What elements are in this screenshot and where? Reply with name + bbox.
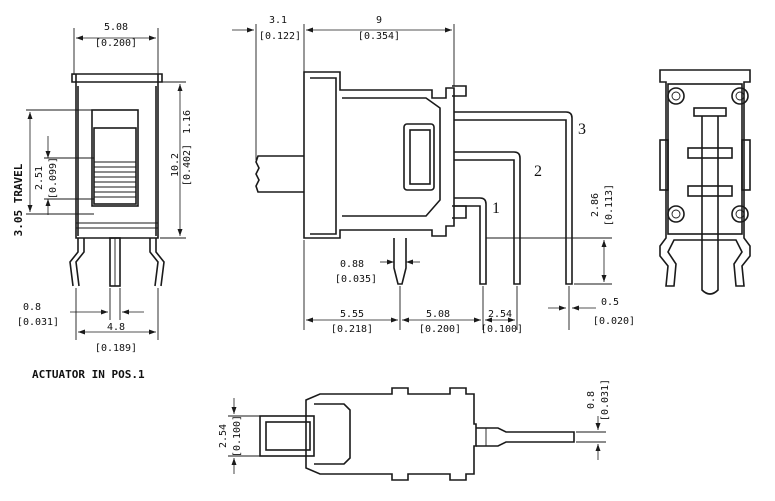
side-offset-b-inch: [0.200] xyxy=(419,324,461,335)
side-view: 3.1 [0.122] 9 [0.354] 1 2 3 0.88 [0.035] xyxy=(232,15,635,335)
front-pitch-inch: [0.189] xyxy=(95,343,137,354)
front-view: 5.08 [0.200] 10.2 [0.402] 1.1 xyxy=(12,22,193,381)
front-height-inch: [0.402] xyxy=(182,144,193,186)
side-pin-width-inch: [0.035] xyxy=(335,274,377,285)
front-pin-width-inch: [0.031] xyxy=(17,317,59,328)
side-offset-a-mm: 5.55 xyxy=(340,309,364,320)
side-pin-height-inch: [0.113] xyxy=(604,184,615,226)
bottom-view: 2.54 [0.100] 0.8 [0.031] xyxy=(218,379,611,481)
front-caption: ACTUATOR IN POS.1 xyxy=(32,368,145,381)
actuator-pos-mm: 2.51 xyxy=(34,166,45,190)
end-view xyxy=(659,69,751,295)
side-body-len-mm: 9 xyxy=(376,15,382,26)
bottom-pin-thk-inch: [0.031] xyxy=(600,379,611,421)
terminal-3: 3 xyxy=(578,121,586,138)
side-offset-b-mm: 5.08 xyxy=(426,309,450,320)
front-height-mm: 10.2 xyxy=(170,153,181,177)
terminal-2: 2 xyxy=(534,163,542,180)
front-width-mm: 5.08 xyxy=(104,22,128,33)
terminal-1: 1 xyxy=(492,200,500,217)
bottom-height-mm: 2.54 xyxy=(218,424,229,448)
front-width-inch: [0.200] xyxy=(95,38,137,49)
side-pin-thk-inch: [0.020] xyxy=(593,316,635,327)
side-pitch-mm: 2.54 xyxy=(488,309,512,320)
side-pin-width-mm: 0.88 xyxy=(340,259,364,270)
bottom-height-inch: [0.100] xyxy=(232,415,243,457)
side-body-len-inch: [0.354] xyxy=(358,31,400,42)
travel-label: 3.05 TRAVEL xyxy=(12,163,25,236)
bottom-pin-thk-mm: 0.8 xyxy=(586,391,597,409)
side-pin-height-mm: 2.86 xyxy=(590,193,601,217)
side-actuator-len-mm: 3.1 xyxy=(269,15,287,26)
side-pitch-inch: [0.100] xyxy=(481,324,523,335)
side-pin-thk-mm: 0.5 xyxy=(601,297,619,308)
front-pitch-mm: 4.8 xyxy=(107,322,125,333)
side-offset-a-inch: [0.218] xyxy=(331,324,373,335)
actuator-pos-inch: [0.099] xyxy=(48,157,59,199)
side-actuator-len-inch: [0.122] xyxy=(259,31,301,42)
front-height-total: 1.16 xyxy=(182,110,193,134)
front-pin-width-mm: 0.8 xyxy=(23,302,41,313)
